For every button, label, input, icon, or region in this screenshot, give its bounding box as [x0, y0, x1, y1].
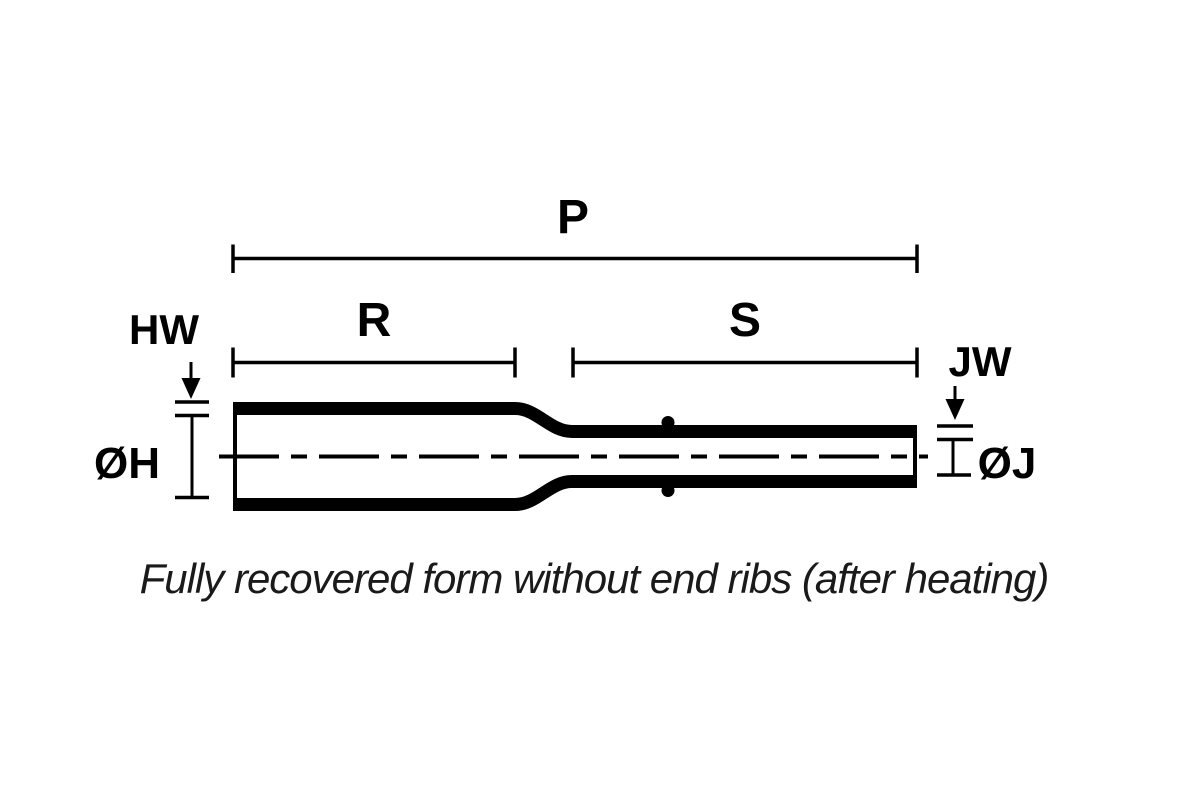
label-dia-h: ØH — [94, 439, 160, 488]
dim-overall-length: P — [231, 191, 919, 273]
dim-left-inner-diameter: ØH — [94, 415, 209, 500]
label-p: P — [557, 191, 589, 244]
tube-top-wall — [233, 402, 917, 438]
hw-arrow-down-icon — [181, 378, 201, 399]
tube-bottom-wall — [233, 475, 917, 511]
jw-arrow-down-icon — [945, 399, 965, 420]
dim-right-inner-diameter: ØJ — [937, 439, 1036, 488]
tube-profile — [219, 402, 928, 511]
label-dia-j: ØJ — [978, 439, 1037, 488]
dim-right-section: S — [571, 294, 919, 378]
label-hw: HW — [129, 306, 199, 353]
caption: Fully recovered form without end ribs (a… — [140, 555, 1049, 602]
label-jw: JW — [949, 338, 1012, 385]
tube-top-bump — [661, 416, 675, 429]
dim-right-wall-thickness: JW — [937, 338, 1012, 442]
tube-bottom-bump — [661, 484, 675, 497]
dim-left-section: R — [231, 294, 517, 378]
label-s: S — [729, 294, 761, 347]
label-r: R — [357, 294, 392, 347]
dim-left-wall-thickness: HW — [129, 306, 209, 418]
